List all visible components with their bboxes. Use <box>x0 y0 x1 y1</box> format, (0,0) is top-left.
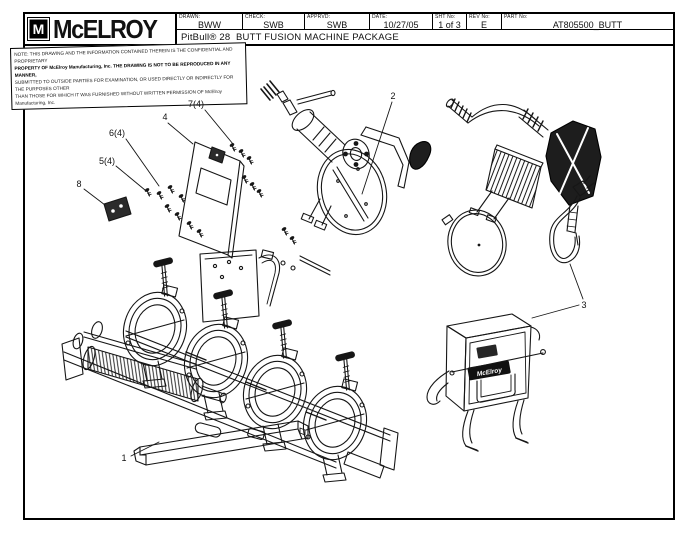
part-no-value: AT805500_BUTT <box>552 20 623 30</box>
check-label: CHECK: <box>245 14 266 20</box>
heater-part3 <box>441 98 602 277</box>
callout-leader-lines <box>83 101 584 457</box>
heater-stand: McElroy <box>426 313 546 452</box>
field-drawn: DRAWN: BWW <box>177 14 243 30</box>
rev-no-label: REV No: <box>469 14 490 20</box>
drawn-value: BWW <box>198 20 221 30</box>
field-sheet-no: SHT No: 1 of 3 <box>433 14 467 30</box>
approved-value: SWB <box>326 20 348 30</box>
part-no-label: PART No: <box>504 14 528 20</box>
field-rev-no: REV No: E <box>467 14 502 30</box>
sheet-no-value: 1 of 3 <box>438 20 461 30</box>
date-label: DATE: <box>372 14 388 20</box>
callout-6: 6(4) <box>109 128 125 138</box>
drawing-title: PitBull® 28 BUTT FUSION MACHINE PACKAGE <box>181 31 399 43</box>
drawn-label: DRAWN: <box>179 14 201 20</box>
check-value: SWB <box>263 20 284 30</box>
mcelroy-logo-mark-icon: M <box>27 17 50 41</box>
field-approved: APPRVD: SWB <box>305 14 370 30</box>
fusion-carriage-part1 <box>61 249 399 483</box>
approved-label: APPRVD: <box>307 14 331 20</box>
title-block-row: DRAWN: BWW CHECK: SWB APPRVD: SWB DATE: … <box>177 14 673 30</box>
field-date: DATE: 10/27/05 <box>370 14 433 30</box>
drawing-title-row: PitBull® 28 BUTT FUSION MACHINE PACKAGE <box>177 30 673 44</box>
sheet-no-label: SHT No: <box>435 14 456 20</box>
plate-part8 <box>103 196 132 222</box>
mcelroy-logo: M McELROY <box>25 14 177 44</box>
title-block: M McELROY DRAWN: BWW CHECK: SWB APPRVD: … <box>23 12 675 46</box>
rev-no-value: E <box>480 20 487 30</box>
control-plate-part4 <box>178 141 245 259</box>
callout-4: 4 <box>162 112 167 122</box>
callout-7: 7(4) <box>188 99 204 109</box>
stand-brand-label: McElroy <box>476 367 502 378</box>
facer-part2 <box>260 80 432 236</box>
callout-5: 5(4) <box>99 156 115 166</box>
title-block-fields: DRAWN: BWW CHECK: SWB APPRVD: SWB DATE: … <box>177 14 673 44</box>
field-part-no: PART No: AT805500_BUTT <box>502 14 673 30</box>
field-check: CHECK: SWB <box>243 14 305 30</box>
date-value: 10/27/05 <box>383 20 419 30</box>
mcelroy-logo-text: McELROY <box>53 14 158 44</box>
callout-2: 2 <box>390 91 395 101</box>
callout-8: 8 <box>76 179 81 189</box>
callouts: 7(4) 4 6(4) 5(4) 8 2 3 1 <box>76 91 586 463</box>
callout-1: 1 <box>121 453 126 463</box>
callout-3: 3 <box>581 300 586 310</box>
